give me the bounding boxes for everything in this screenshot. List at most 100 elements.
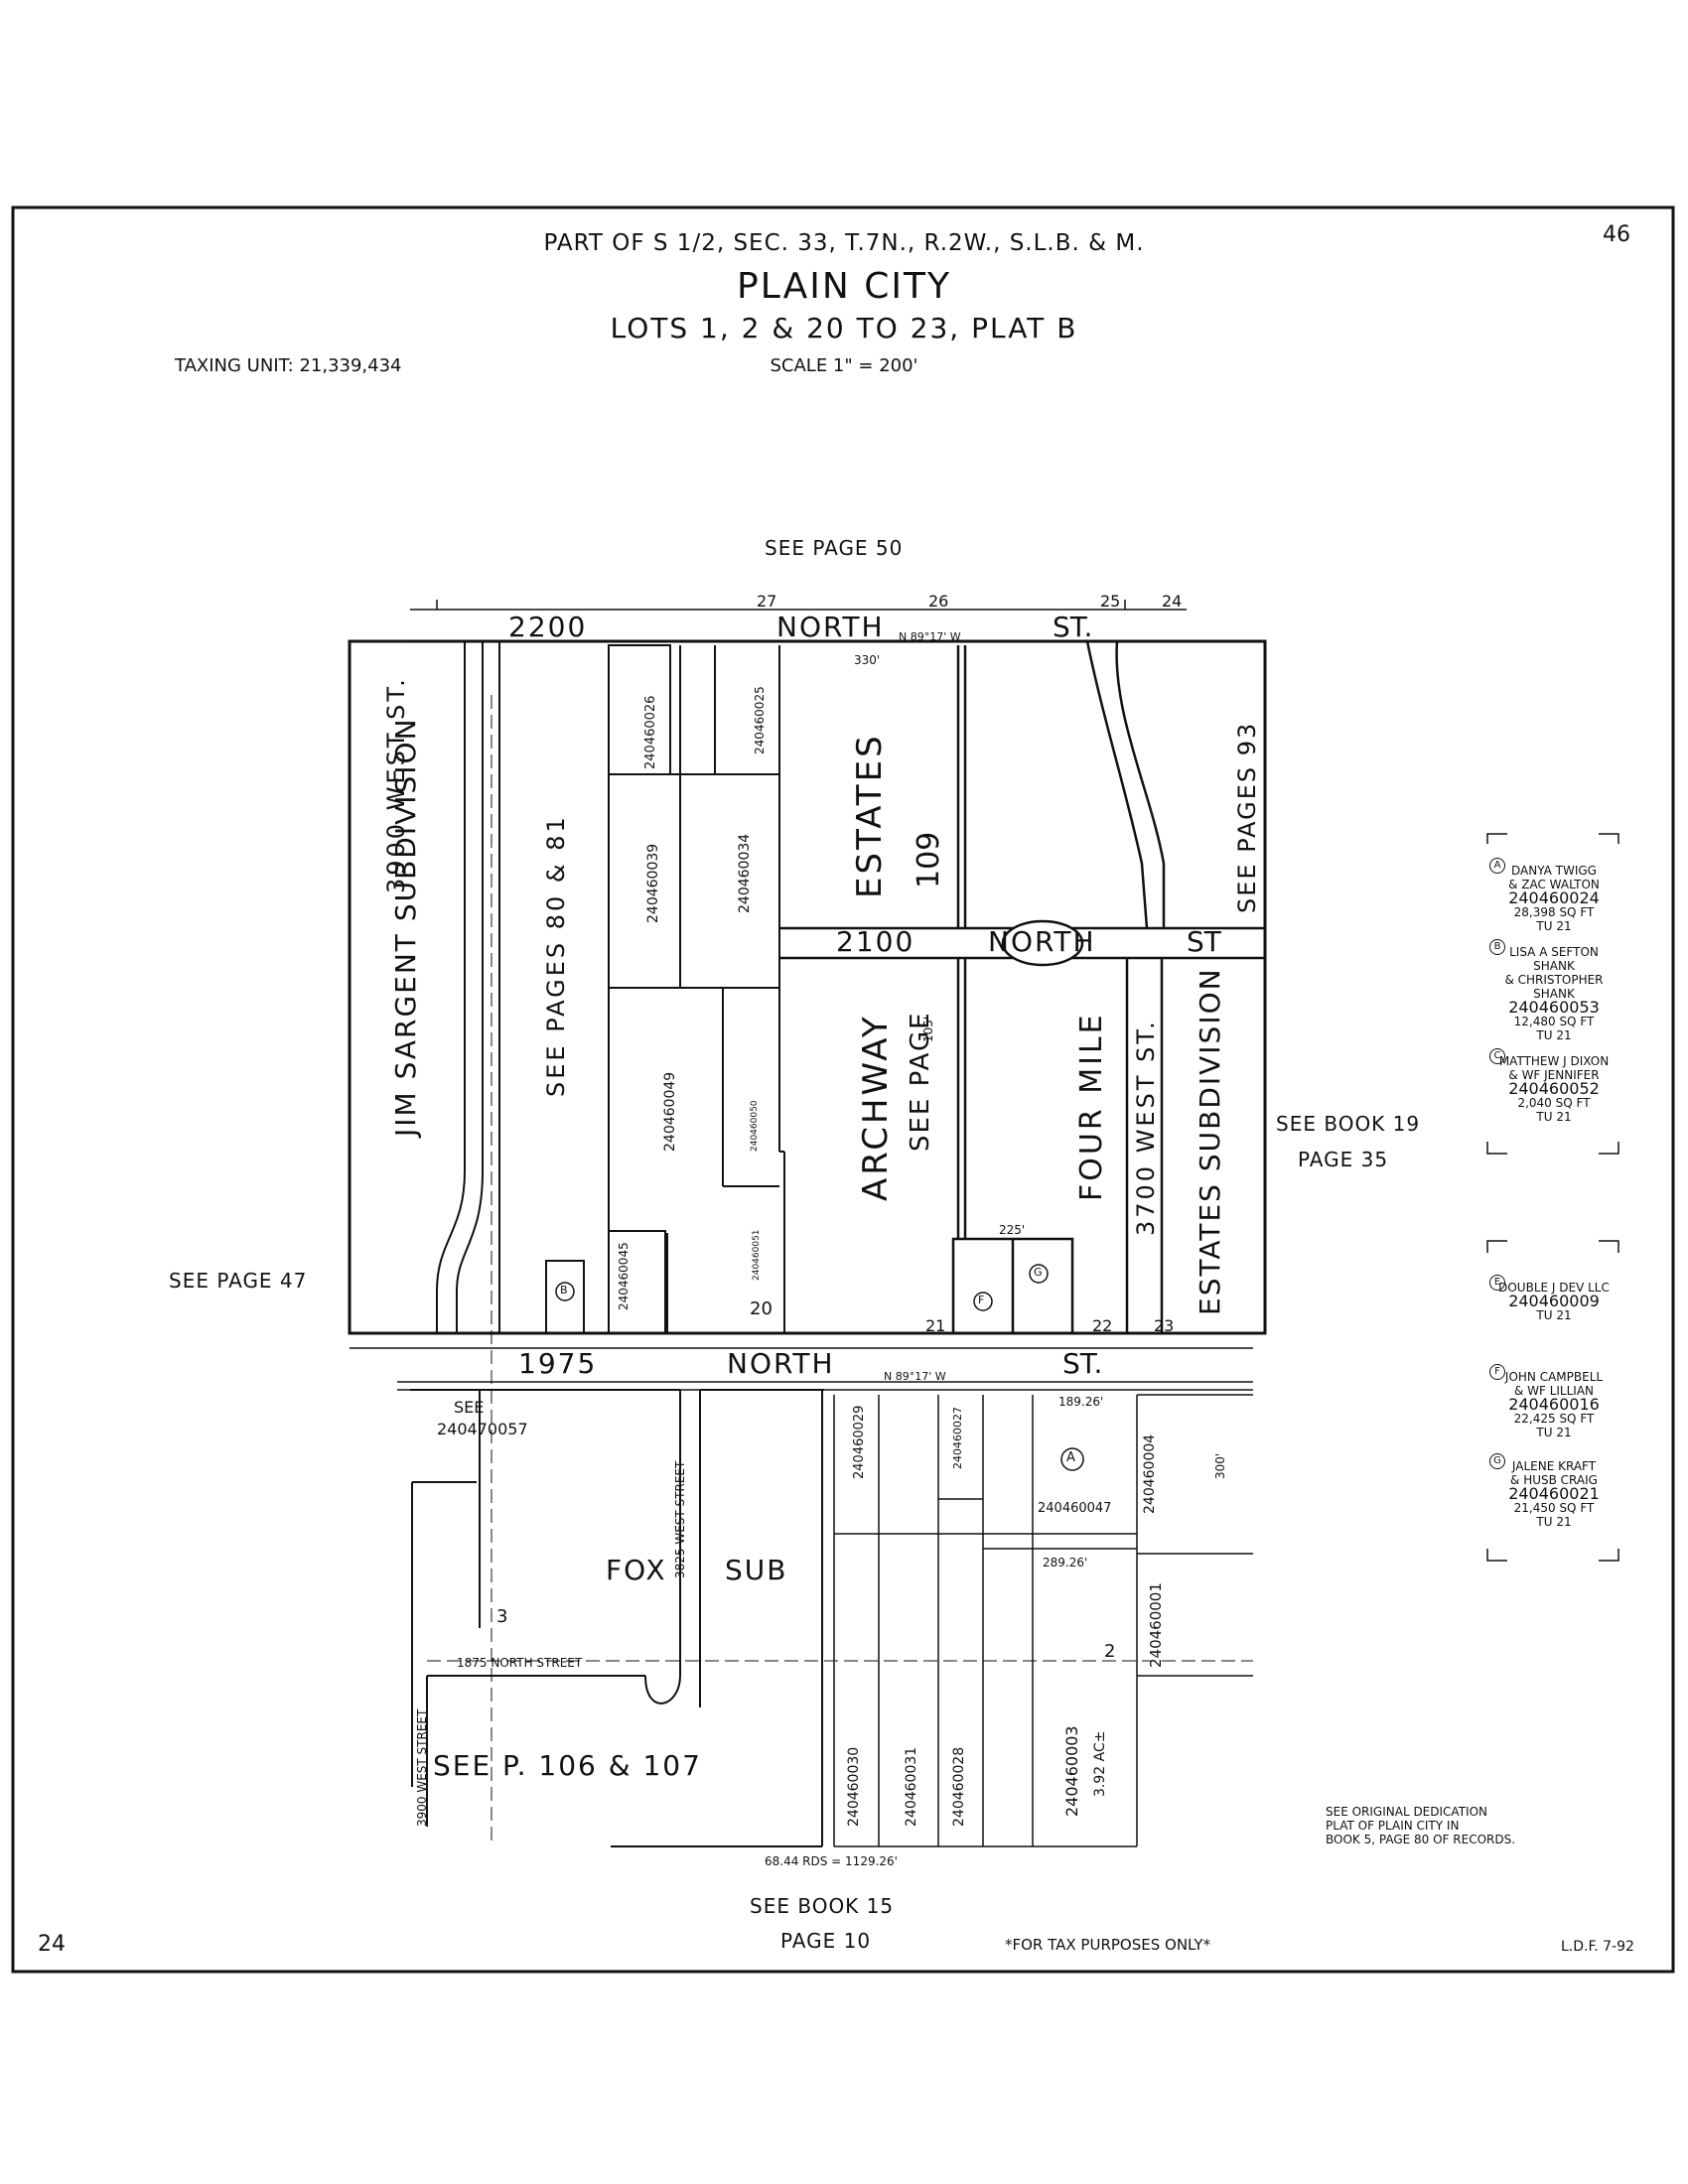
- legend-e-tu: TU 21: [1536, 1308, 1572, 1322]
- estates-subdivision-label: ESTATES SUBDIVISION: [1194, 967, 1226, 1315]
- city-title: PLAIN CITY: [737, 266, 951, 307]
- taxing-unit: TAXING UNIT: 21,339,434: [175, 355, 402, 376]
- parcel-240460030: 240460030: [846, 1746, 862, 1827]
- legend-b-name1: LISA A SEFTON SHANK: [1509, 945, 1599, 973]
- legend-e-name1: DOUBLE J DEV LLC: [1498, 1281, 1610, 1295]
- archway-label: ARCHWAY: [856, 1014, 896, 1201]
- legend-a-id: 240460024: [1508, 888, 1600, 907]
- tax-purposes-note: *FOR TAX PURPOSES ONLY*: [1005, 1936, 1211, 1954]
- legend-c-tu: TU 21: [1536, 1110, 1572, 1124]
- legend-g-name1: JALENE KRAFT: [1511, 1459, 1597, 1473]
- legend-a-name1: DANYA TWIGG: [1511, 864, 1597, 878]
- legend-f: F JOHN CAMPBELL & WF LILLIAN 240460016 2…: [1489, 1364, 1618, 1439]
- street-2200-st-label: ST.: [1053, 611, 1093, 643]
- legend-c-area: 2,040 SQ FT: [1517, 1096, 1591, 1110]
- legend-letter-f: F: [1489, 1364, 1505, 1380]
- upper-parcel-lines: [545, 644, 785, 1334]
- left-page-number: 24: [38, 1932, 66, 1957]
- street-3700-west-label: 3700 WEST ST.: [1132, 1019, 1160, 1236]
- parcel-240460049: 240460049: [662, 1071, 678, 1152]
- parcel-letter-b: B: [560, 1284, 568, 1297]
- street-3900-west: [436, 641, 500, 1333]
- legend-f-name1: JOHN CAMPBELL: [1504, 1370, 1604, 1384]
- parcel-240460026: 240460026: [643, 695, 658, 769]
- parcel-240460001: 240460001: [1147, 1582, 1165, 1668]
- legend-c-name1: MATTHEW J DIXON: [1498, 1054, 1610, 1068]
- dim-189-26: 189.26': [1058, 1395, 1104, 1409]
- see-240470057-b: 240470057: [437, 1420, 528, 1438]
- parcel-240460047: 240460047: [1038, 1501, 1112, 1516]
- legend-b-name2: & CHRISTOPHER SHANK: [1504, 973, 1604, 1001]
- estates-109-label: 109: [912, 831, 946, 888]
- legend-g: G JALENE KRAFT & HUSB CRAIG 240460021 21…: [1489, 1453, 1618, 1529]
- legend-a-area: 28,398 SQ FT: [1513, 905, 1595, 919]
- legend-letter-c: C: [1489, 1048, 1505, 1064]
- parcel-240460025: 240460025: [753, 686, 767, 754]
- parcel-240460029: 240460029: [852, 1405, 867, 1479]
- jim-sargent-subdivision: JIM SARGENT SUBDIVISION: [389, 717, 422, 1137]
- legend-c-name2: & WF JENNIFER: [1508, 1068, 1600, 1082]
- legend-g-id: 240460021: [1508, 1484, 1600, 1503]
- legend-c-id: 240460052: [1508, 1079, 1600, 1098]
- dim-289-26: 289.26': [1043, 1556, 1088, 1570]
- parcel-240460039: 240460039: [645, 843, 661, 923]
- block-22: 22: [1092, 1316, 1113, 1335]
- legend-f-id: 240460016: [1508, 1395, 1600, 1414]
- parcel-240460027: 240460027: [951, 1407, 964, 1469]
- legend-g-area: 21,450 SQ FT: [1513, 1501, 1595, 1515]
- legend-g-tu: TU 21: [1536, 1515, 1572, 1529]
- lower-parcel-lines: [833, 1394, 1253, 1847]
- legend-e: E DOUBLE J DEV LLC 240460009 TU 21: [1489, 1275, 1618, 1322]
- lot-3-label: 3: [496, 1606, 508, 1627]
- street-2200-north: [410, 600, 1265, 642]
- fox-sub-lines: [410, 1389, 824, 1847]
- street-1975-north-label: NORTH: [727, 1347, 835, 1380]
- parcel-letter-a: A: [1066, 1450, 1075, 1465]
- legend-a-name2: & ZAC WALTON: [1508, 878, 1600, 891]
- parcel-240460028: 240460028: [951, 1746, 967, 1827]
- section-lines: [427, 695, 1253, 1846]
- legend-letter-e: E: [1489, 1275, 1505, 1291]
- street-1875-label: 1875 NORTH STREET: [457, 1656, 583, 1670]
- street-2100-north-label: NORTH: [988, 925, 1096, 958]
- legend-g-name2: & HUSB CRAIG: [1510, 1473, 1598, 1487]
- dedication-line-3: BOOK 5, PAGE 80 OF RECORDS.: [1326, 1833, 1516, 1846]
- street-2200-label: 2200: [508, 611, 588, 643]
- parcel-letter-circles: [555, 1264, 1084, 1471]
- block-25: 25: [1100, 592, 1121, 611]
- legend-e-id: 240460009: [1508, 1292, 1600, 1310]
- legend-f-area: 22,425 SQ FT: [1513, 1412, 1595, 1426]
- dedication-line-2: PLAT OF PLAIN CITY IN: [1326, 1819, 1460, 1833]
- legend-b-area: 12,480 SQ FT: [1513, 1015, 1595, 1028]
- street-1975-bearing: N 89°17' W: [884, 1370, 946, 1383]
- block-23: 23: [1154, 1316, 1175, 1335]
- parcel-240460045: 240460045: [617, 1242, 631, 1310]
- legend-b-id: 240460053: [1508, 998, 1600, 1017]
- see-page-50: SEE PAGE 50: [765, 536, 904, 560]
- legend-frames: [1486, 833, 1619, 1562]
- see-p-106-107: SEE P. 106 & 107: [433, 1749, 702, 1782]
- lot-2-label: 2: [1104, 1641, 1116, 1662]
- dim-300: 300': [1213, 1452, 1227, 1479]
- parcel-area-3-92: 3.92 AC±: [1092, 1730, 1108, 1797]
- street-2200-bearing: N 89°17' W: [899, 630, 961, 643]
- ldf-note: L.D.F. 7-92: [1561, 1939, 1634, 1955]
- page-10: PAGE 10: [780, 1929, 872, 1953]
- street-1975-st-label: ST.: [1062, 1347, 1103, 1380]
- parcel-letter-f: F: [978, 1294, 985, 1306]
- four-mile-label: FOUR MILE: [1074, 1012, 1109, 1201]
- page-number: 46: [1603, 222, 1630, 247]
- parcel-240460003: 240460003: [1062, 1725, 1081, 1817]
- page-35: PAGE 35: [1298, 1148, 1389, 1171]
- block-21: 21: [925, 1316, 946, 1335]
- dedication-line-1: SEE ORIGINAL DEDICATION: [1326, 1805, 1487, 1819]
- street-1975-label: 1975: [518, 1347, 598, 1380]
- legend-f-tu: TU 21: [1536, 1426, 1572, 1439]
- street-2100-label: 2100: [836, 925, 915, 958]
- block-20: 20: [750, 1298, 773, 1319]
- street-3900-west-lower-label: 3900 WEST STREET: [415, 1708, 429, 1827]
- parcel-240460031: 240460031: [904, 1746, 919, 1827]
- parcel-240460051: 240460051: [752, 1229, 762, 1281]
- see-240470057-a: SEE: [454, 1398, 485, 1417]
